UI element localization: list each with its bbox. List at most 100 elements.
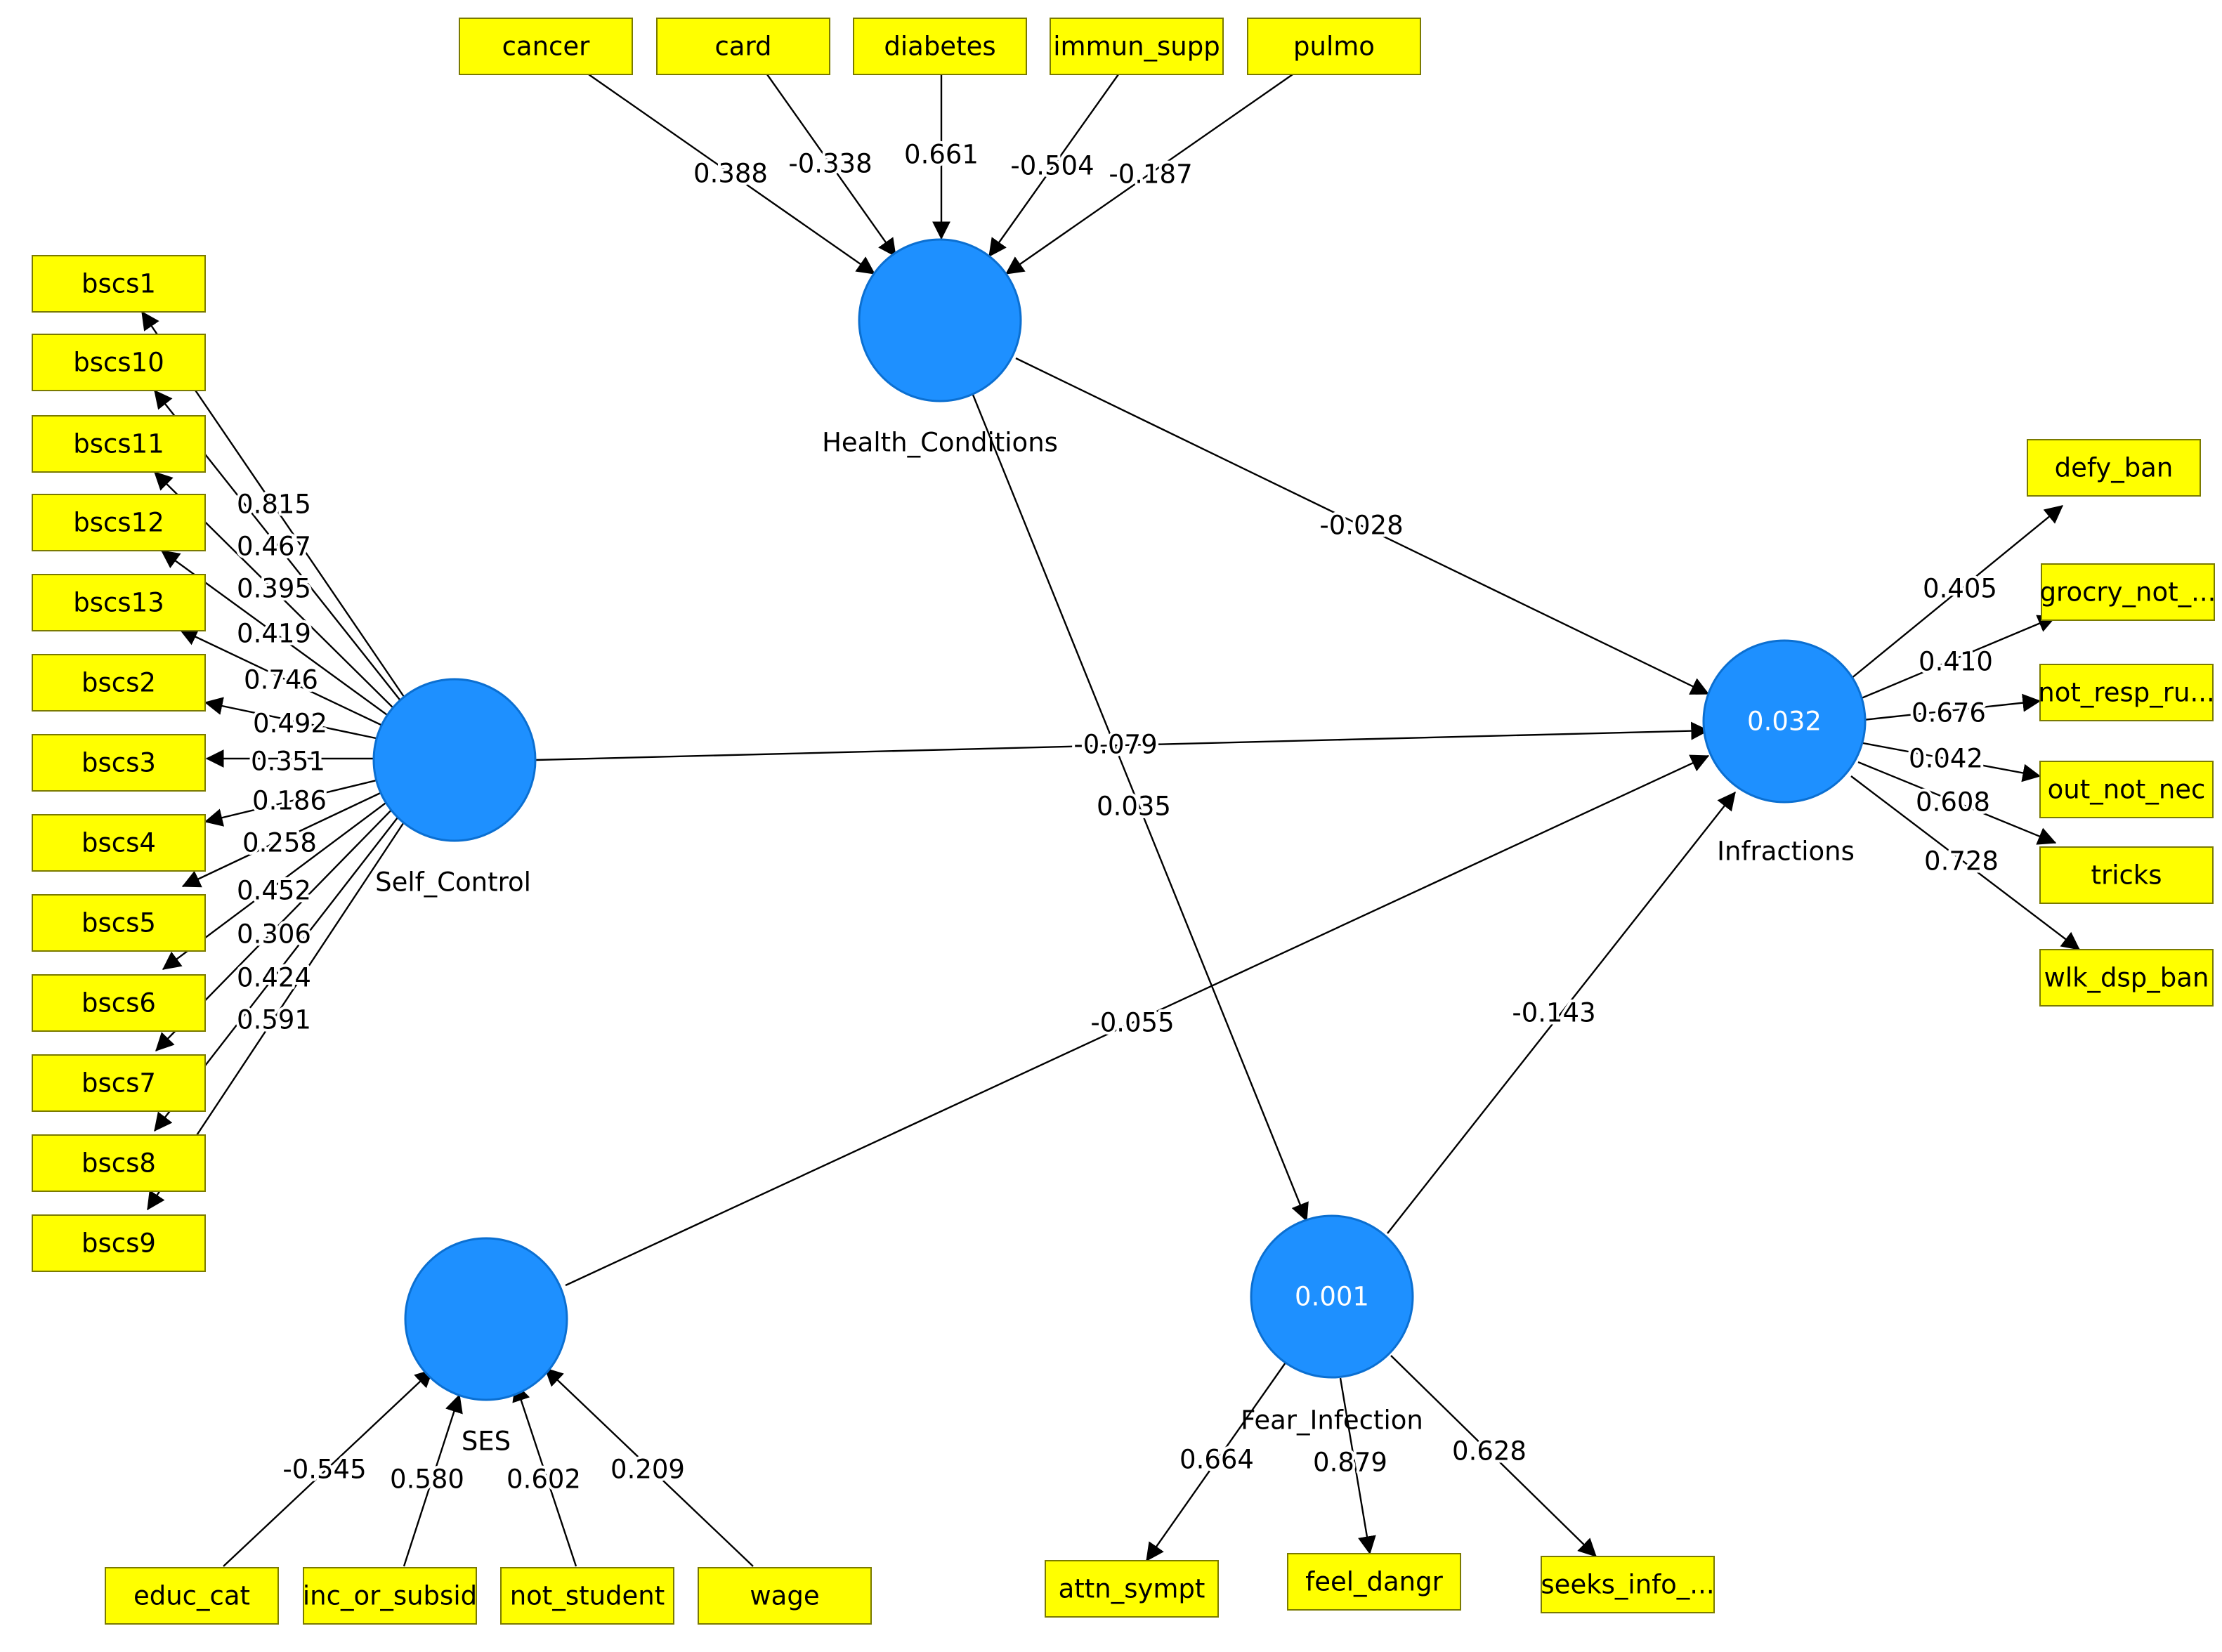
indicator-label: feel_dangr (1305, 1567, 1443, 1597)
latent-value: 0.001 (1295, 1282, 1369, 1312)
indicator-label: inc_or_subsid (303, 1581, 477, 1611)
path-label-health-fear: 0.035 (1097, 792, 1171, 822)
weight-bscs6: 0.452 (237, 876, 311, 906)
indicator-diabetes[interactable]: diabetes (853, 18, 1027, 75)
weight-not_resp: 0.676 (1911, 698, 1986, 728)
indicator-bscs6[interactable]: bscs6 (32, 974, 206, 1032)
indicator-label: bscs13 (73, 588, 164, 618)
latent-label: SES (462, 1427, 511, 1457)
edge-tricks (1857, 761, 2057, 845)
edge-attn_sympt (1146, 1362, 1286, 1562)
indicator-inc_or_subsid[interactable]: inc_or_subsid (303, 1567, 477, 1625)
indicator-label: cancer (502, 32, 591, 62)
indicator-not_resp[interactable]: not_resp_ru... (2038, 664, 2215, 721)
indicator-out_not_nec[interactable]: out_not_nec (2039, 761, 2214, 818)
weight-out_not_nec: 0.042 (1909, 744, 1983, 774)
indicator-bscs1[interactable]: bscs1 (32, 255, 206, 313)
weight-wage: 0.209 (610, 1455, 685, 1485)
indicator-bscs13[interactable]: bscs13 (32, 574, 206, 631)
indicator-card[interactable]: card (656, 18, 830, 75)
weight-bscs4: 0.186 (252, 786, 327, 816)
indicator-bscs8[interactable]: bscs8 (32, 1134, 206, 1192)
latent-circle[interactable] (372, 678, 537, 842)
indicator-label: bscs4 (81, 828, 156, 858)
latent-self-control[interactable]: Self_Control (372, 678, 537, 898)
latent-circle[interactable] (858, 238, 1022, 402)
latent-ses[interactable]: SES (404, 1237, 568, 1457)
indicator-label: bscs5 (81, 908, 156, 938)
indicator-pulmo[interactable]: pulmo (1247, 18, 1421, 75)
weight-bscs7: 0.306 (237, 919, 311, 950)
weight-bscs12: 0.419 (237, 619, 311, 649)
latent-fear-infection[interactable]: 0.001 Fear_Infection (1241, 1214, 1423, 1436)
edge-educ_cat (223, 1369, 433, 1567)
indicator-label: educ_cat (133, 1581, 250, 1611)
indicator-bscs11[interactable]: bscs11 (32, 415, 206, 473)
weight-inc_or_subsid: 0.580 (390, 1464, 464, 1495)
indicator-grocry_not[interactable]: grocry_not_... (2040, 563, 2216, 621)
latent-health-conditions[interactable]: Health_Conditions (822, 238, 1058, 458)
indicator-wage[interactable]: wage (698, 1567, 872, 1625)
latent-label: Self_Control (375, 867, 531, 898)
latent-label: Fear_Infection (1241, 1405, 1423, 1436)
indicator-label: bscs6 (81, 988, 156, 1018)
indicator-defy_ban[interactable]: defy_ban (2027, 439, 2201, 497)
indicator-bscs4[interactable]: bscs4 (32, 814, 206, 872)
indicator-bscs10[interactable]: bscs10 (32, 334, 206, 391)
indicator-educ_cat[interactable]: educ_cat (105, 1567, 279, 1625)
indicator-label: bscs1 (81, 269, 156, 299)
indicator-immun_supp[interactable]: immun_supp (1050, 18, 1224, 75)
indicator-tricks[interactable]: tricks (2039, 846, 2214, 904)
edge-bscs5 (181, 789, 387, 888)
edge-not_student (512, 1382, 577, 1567)
edge-wage (544, 1368, 754, 1567)
weight-immun_supp: -0.504 (1010, 151, 1094, 181)
weight-not_student: 0.602 (507, 1464, 581, 1495)
indicator-bscs2[interactable]: bscs2 (32, 654, 206, 712)
indicator-attn_sympt[interactable]: attn_sympt (1045, 1560, 1219, 1618)
weight-bscs2: 0.492 (253, 709, 327, 739)
edge-pulmo (1005, 74, 1293, 275)
edge-defy_ban (1850, 505, 2064, 679)
path-fear-infr (1387, 791, 1736, 1234)
indicator-label: bscs8 (81, 1148, 156, 1179)
indicator-seeks_info[interactable]: seeks_info_... (1541, 1556, 1715, 1613)
indicator-label: bscs11 (73, 429, 164, 459)
latent-infractions[interactable]: 0.032 Infractions (1702, 639, 1867, 867)
indicator-label: defy_ban (2055, 453, 2174, 483)
indicator-label: bscs2 (81, 668, 156, 698)
weight-bscs11: 0.395 (237, 574, 311, 604)
weight-feel_dangr: 0.879 (1313, 1448, 1387, 1478)
indicator-bscs3[interactable]: bscs3 (32, 734, 206, 792)
indicator-wlk_dsp_ban[interactable]: wlk_dsp_ban (2039, 949, 2214, 1007)
weight-bscs13: 0.746 (244, 665, 318, 695)
latent-circle[interactable] (1250, 1214, 1414, 1379)
weight-bscs10: 0.467 (237, 532, 311, 562)
indicator-label: attn_sympt (1059, 1574, 1205, 1604)
path-label-health-infr: -0.028 (1319, 511, 1403, 541)
edge-not_resp (1862, 693, 2041, 721)
indicator-bscs7[interactable]: bscs7 (32, 1054, 206, 1112)
indicator-not_student[interactable]: not_student (500, 1567, 674, 1625)
edge-card (766, 74, 896, 258)
indicator-label: wage (750, 1581, 819, 1611)
indicator-bscs12[interactable]: bscs12 (32, 494, 206, 551)
indicator-label: diabetes (884, 32, 995, 62)
path-self-infr (535, 721, 1710, 761)
indicator-label: out_not_nec (2048, 775, 2206, 805)
indicator-bscs5[interactable]: bscs5 (32, 894, 206, 952)
weight-grocry_not: 0.410 (1919, 647, 1993, 677)
weight-bscs5: 0.258 (242, 828, 317, 858)
indicator-label: bscs3 (81, 748, 156, 778)
indicator-label: tricks (2091, 860, 2162, 891)
indicator-label: wlk_dsp_ban (2044, 963, 2209, 993)
latent-circle[interactable] (1702, 639, 1867, 804)
edge-grocry_not (1857, 615, 2057, 701)
indicator-label: bscs12 (73, 508, 164, 538)
latent-circle[interactable] (404, 1237, 568, 1401)
indicator-feel_dangr[interactable]: feel_dangr (1287, 1553, 1461, 1611)
indicator-cancer[interactable]: cancer (459, 18, 633, 75)
indicator-bscs9[interactable]: bscs9 (32, 1214, 206, 1272)
latent-label: Infractions (1717, 837, 1855, 867)
